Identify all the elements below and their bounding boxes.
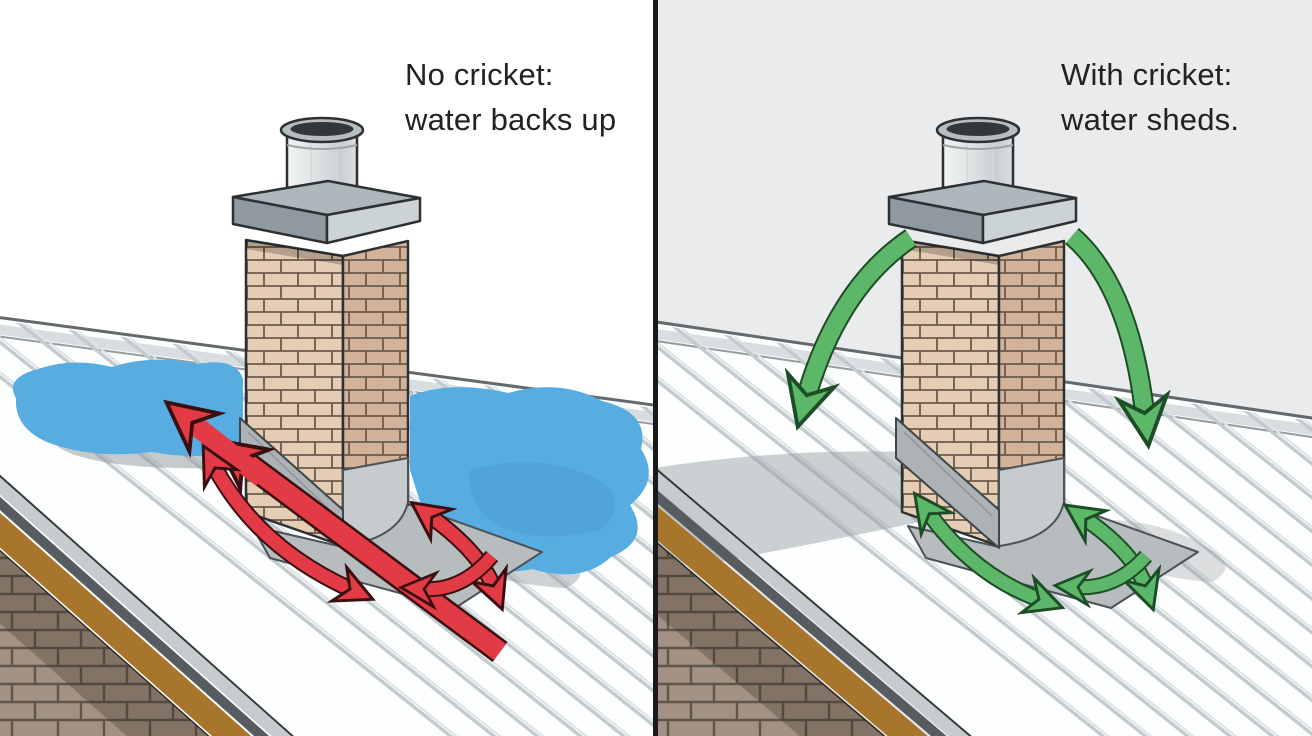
roof-seam-line — [1040, 377, 1312, 736]
gable-dark-trim — [0, 496, 270, 736]
caption-line-2: water backs up — [405, 102, 617, 137]
roof-seam-line — [0, 318, 487, 736]
roof-seam-line — [988, 369, 1312, 736]
caption-no-cricket: No cricket: water backs up — [405, 52, 616, 142]
roof-seam-line — [1032, 375, 1312, 736]
panel-no-cricket: No cricket: water backs up — [0, 52, 656, 736]
panel-with-cricket: With cricket: water sheds. — [656, 0, 1312, 736]
gable-metal-edge — [656, 470, 969, 736]
roof-seam-line — [1092, 385, 1312, 736]
caption-line-1: No cricket: — [405, 57, 554, 92]
gable-metal-edge — [0, 477, 292, 736]
gable-edge-line — [656, 467, 972, 736]
backup-arrow-base-right — [430, 516, 494, 588]
backup-arrow-swirl — [422, 552, 497, 589]
shed-arrow-top-left — [806, 230, 916, 398]
caption-line-2: water sheds. — [1061, 102, 1240, 137]
scene-with-cricket — [656, 116, 1312, 736]
backup-arrow-base-left — [214, 466, 352, 590]
roof-seam-line — [0, 318, 480, 736]
roof-seam-line — [1084, 383, 1312, 736]
roof-seam-line — [656, 322, 1195, 736]
fascia-outline — [656, 541, 886, 736]
gable-brick-wall — [0, 551, 208, 736]
scene-no-cricket — [0, 116, 656, 736]
gable-dark-trim — [656, 489, 947, 736]
roof-seam-line — [1144, 392, 1312, 736]
caption-with-cricket: With cricket: water sheds. — [1061, 52, 1239, 142]
water-shed-arrows — [806, 228, 1151, 600]
shed-arrow-base-left — [928, 512, 1041, 600]
roof-seam-line — [1188, 398, 1312, 736]
gable-wall-shadow — [656, 543, 883, 736]
caption-line-1: With cricket: — [1061, 57, 1233, 92]
roof-seam-line — [1136, 391, 1312, 736]
fascia-board — [656, 504, 928, 736]
gable-brick-wall — [656, 543, 883, 736]
water-backup-arrows — [190, 421, 500, 663]
roof-seam-line — [980, 368, 1312, 736]
shed-arrow-top-right — [1066, 229, 1145, 416]
roof-seam-line — [656, 322, 1143, 736]
roof-seam-line — [1196, 400, 1312, 736]
shed-arrow-base-right — [1084, 518, 1146, 588]
gable-edge-line — [0, 474, 295, 736]
panel-divider — [653, 0, 658, 736]
gable-wall-shadow — [0, 551, 208, 736]
shed-arrow-swirl — [1076, 551, 1151, 587]
fascia-board — [0, 512, 252, 736]
roof-seam-line — [656, 322, 1188, 736]
